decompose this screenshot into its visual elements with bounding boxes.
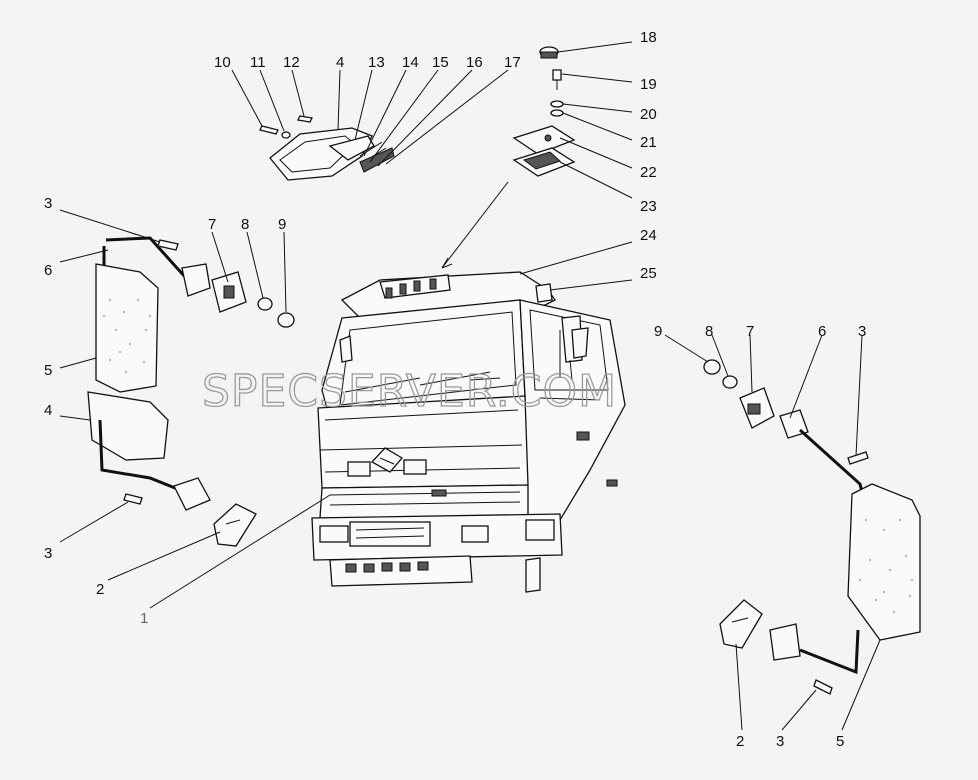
callout-22: 22 — [640, 164, 657, 181]
callout-24: 24 — [640, 227, 657, 244]
lower-mirror-left-part-4 — [87, 391, 169, 461]
callout-19: 19 — [640, 76, 657, 93]
gasket-right-part-2 — [719, 599, 763, 649]
callout-9: 9 — [654, 323, 662, 340]
callout-25: 25 — [640, 265, 657, 282]
callout-23: 23 — [640, 198, 657, 215]
callout-9: 9 — [278, 216, 286, 233]
callout-5: 5 — [836, 733, 844, 750]
washer-part-21 — [550, 109, 564, 117]
callout-7: 7 — [208, 216, 216, 233]
bracket-plate-left — [181, 263, 211, 297]
nut-right-part-9 — [703, 359, 721, 375]
nut-left-part-9 — [277, 312, 295, 328]
leader-lines — [59, 41, 881, 731]
callout-4: 4 — [336, 54, 344, 71]
lamp-assembly — [259, 115, 395, 181]
callout-3: 3 — [44, 195, 52, 212]
callout-18: 18 — [640, 29, 657, 46]
screw-part-19 — [552, 69, 562, 81]
callout-21: 21 — [640, 134, 657, 151]
bolt-right-upper-part-3 — [847, 451, 869, 465]
callout-10: 10 — [214, 54, 231, 71]
washer-part-20 — [550, 100, 564, 108]
callout-2: 2 — [736, 733, 744, 750]
callout-14: 14 — [402, 54, 419, 71]
callout-1: 1 — [140, 610, 148, 627]
roof-lamp-fasteners — [512, 46, 576, 177]
lamp-gasket-parts-14-17 — [359, 147, 395, 173]
callout-8: 8 — [705, 323, 713, 340]
lower-bracket-right — [769, 623, 801, 661]
callout-6: 6 — [818, 323, 826, 340]
callout-13: 13 — [368, 54, 385, 71]
callout-7: 7 — [746, 323, 754, 340]
callout-12: 12 — [283, 54, 300, 71]
callout-8: 8 — [241, 216, 249, 233]
bolt-part-10 — [259, 125, 279, 135]
callout-11: 11 — [250, 54, 266, 71]
washer-part-11 — [281, 131, 291, 139]
callout-17: 17 — [504, 54, 521, 71]
washer-right-part-8 — [722, 375, 738, 389]
truck-cab — [311, 271, 626, 593]
callout-labels: 1 2 2 3 3 3 3 4 4 5 5 6 6 7 7 8 8 9 9 10… — [44, 29, 866, 750]
screw-part-12 — [297, 115, 313, 123]
gasket-left-part-2 — [213, 503, 257, 547]
gasket-part-22 — [512, 125, 576, 155]
callout-15: 15 — [432, 54, 449, 71]
lower-bracket-left — [173, 477, 211, 511]
bolt-left-upper-part-3 — [157, 239, 179, 251]
main-mirror-right-part-5 — [847, 483, 921, 641]
bolt-left-lower-part-3 — [123, 493, 143, 505]
right-mirror-assembly — [703, 359, 921, 695]
main-mirror-left-part-5 — [95, 263, 159, 393]
washer-left-part-8 — [257, 297, 273, 311]
callout-6: 6 — [44, 262, 52, 279]
callout-3: 3 — [858, 323, 866, 340]
callout-20: 20 — [640, 106, 657, 123]
callout-5: 5 — [44, 362, 52, 379]
callout-16: 16 — [466, 54, 483, 71]
callout-2: 2 — [96, 581, 104, 598]
callout-4: 4 — [44, 402, 52, 419]
callout-3: 3 — [776, 733, 784, 750]
callout-3: 3 — [44, 545, 52, 562]
watermark: SPECSERVER.COM — [202, 366, 617, 417]
bolt-right-lower-part-3 — [813, 679, 833, 695]
left-mirror-assembly — [87, 236, 295, 547]
